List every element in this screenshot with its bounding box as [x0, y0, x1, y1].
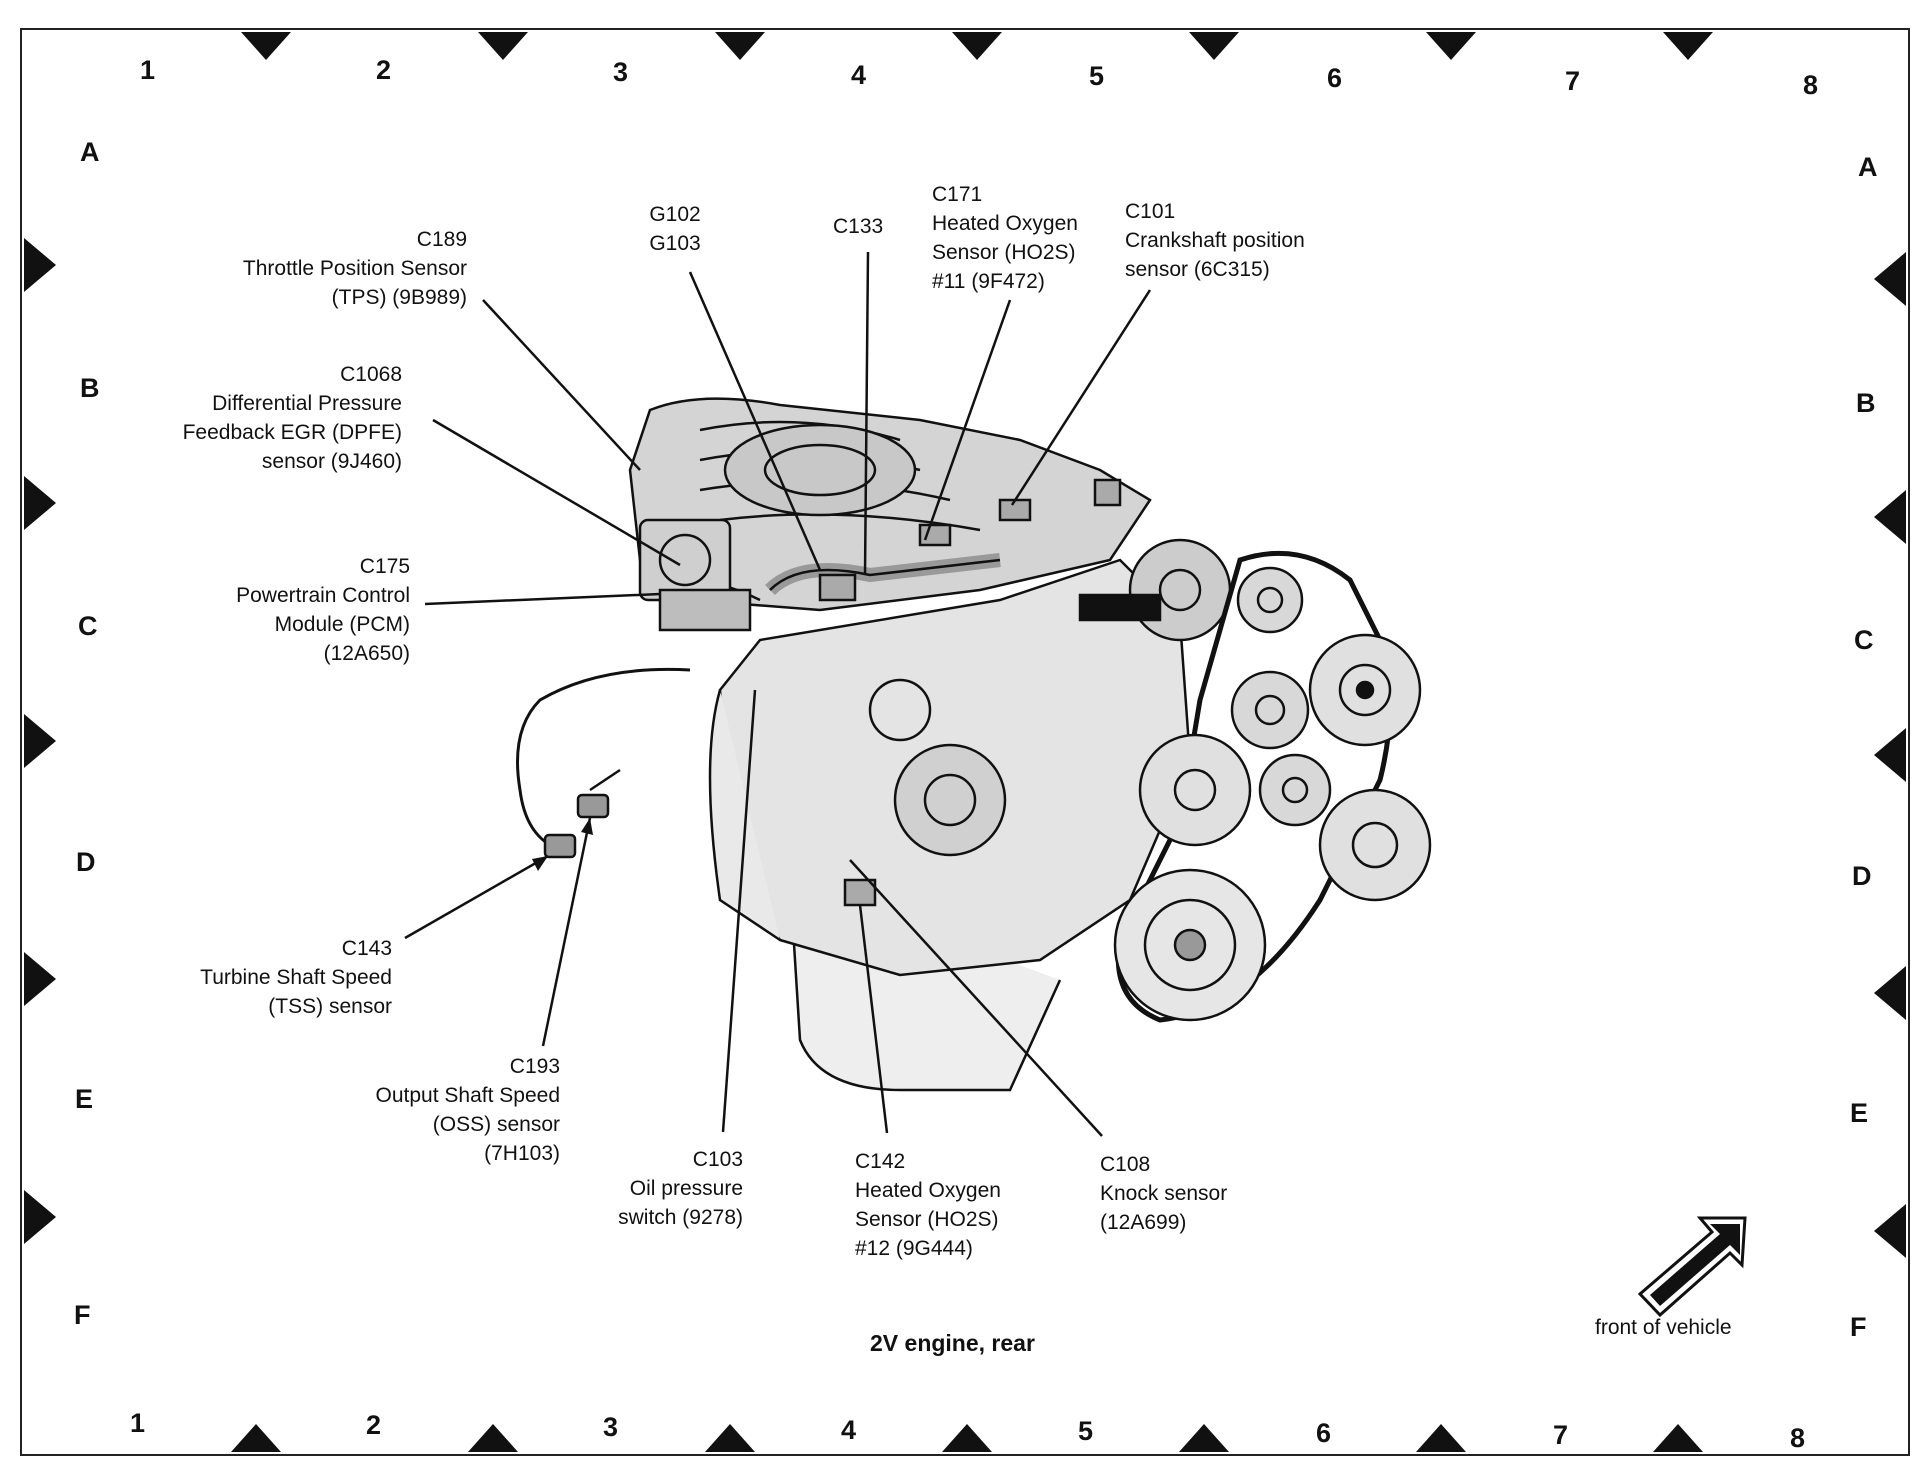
callout-c193-line-1: Output Shaft Speed [375, 1084, 560, 1107]
grid-letter-left-a: A [80, 137, 100, 167]
front-of-vehicle-arrow-icon [1637, 1216, 1747, 1318]
grid-number-bottom-5: 5 [1078, 1416, 1094, 1446]
callout-c143: C143 Turbine Shaft Speed (TSS) sensor [200, 934, 392, 1021]
top-edge-markers [241, 32, 1713, 60]
callout-c103: C103 Oil pressure switch (9278) [618, 1145, 743, 1232]
callout-c1068-code: C1068 [340, 363, 402, 386]
callout-c193-line-2: (OSS) sensor [432, 1113, 560, 1136]
callout-c101: C101 Crankshaft position sensor (6C315) [1125, 197, 1305, 284]
callout-c143-code: C143 [341, 937, 392, 960]
grid-number-top-7: 7 [1565, 66, 1581, 96]
callout-c175-line-2: Module (PCM) [274, 613, 410, 636]
grid-number-bottom-3: 3 [603, 1412, 619, 1442]
callout-c175: C175 Powertrain Control Module (PCM) (12… [236, 552, 410, 668]
callout-c189-code: C189 [416, 228, 467, 251]
callout-c175-code: C175 [359, 555, 410, 578]
grid-letter-right-e: E [1850, 1098, 1869, 1128]
engine-illustration [516, 397, 1432, 1092]
callout-c171-line-2: Sensor (HO2S) [932, 241, 1076, 264]
grid-letter-right-c: C [1854, 625, 1874, 655]
callout-c189-line-1: Throttle Position Sensor [242, 257, 467, 280]
grid-letter-right-b: B [1856, 388, 1876, 418]
callout-c193-line-3: (7H103) [484, 1142, 560, 1165]
diagram-frame [20, 28, 1910, 1456]
diagram-caption: 2V engine, rear [870, 1330, 1035, 1356]
callout-c103-code: C103 [692, 1148, 743, 1171]
grid-number-top-4: 4 [851, 60, 867, 90]
callout-c101-code: C101 [1125, 200, 1176, 223]
callout-c175-line-3: (12A650) [323, 642, 410, 665]
grid-number-bottom-8: 8 [1790, 1423, 1806, 1453]
callout-c171-code: C171 [932, 183, 983, 206]
grid-number-top-6: 6 [1327, 63, 1343, 93]
grid-number-top-8: 8 [1803, 70, 1819, 100]
callout-c1068-line-2: Feedback EGR (DPFE) [182, 421, 402, 444]
leader-lines [404, 251, 1152, 1137]
callout-c142-line-3: #12 (9G444) [855, 1237, 973, 1260]
callout-c142-line-1: Heated Oxygen [855, 1179, 1001, 1202]
right-edge-markers [1874, 252, 1906, 1258]
grid-letter-left-d: D [76, 847, 96, 877]
front-of-vehicle-label: front of vehicle [1595, 1316, 1732, 1339]
callout-g102-line-1: G103 [649, 232, 701, 255]
callout-c189-line-2: (TPS) (9B989) [331, 286, 467, 309]
callout-c143-line-1: Turbine Shaft Speed [200, 966, 392, 989]
grid-letter-right-a: A [1858, 152, 1878, 182]
grid-letter-left-b: B [80, 373, 100, 403]
grid-letter-left-f: F [74, 1300, 91, 1330]
grid-number-top-1: 1 [140, 55, 156, 85]
callout-c103-line-2: switch (9278) [618, 1206, 743, 1229]
callout-c171-line-3: #11 (9F472) [932, 270, 1045, 293]
grid-letter-left-e: E [75, 1084, 94, 1114]
callout-c133: C133 [833, 212, 883, 241]
grid-letter-left-c: C [78, 611, 98, 641]
callout-c142-line-2: Sensor (HO2S) [855, 1208, 999, 1231]
callout-c193-code: C193 [509, 1055, 560, 1078]
leader-arrowheads [532, 818, 593, 871]
grid-number-top-5: 5 [1089, 61, 1105, 91]
callout-c1068-line-3: sensor (9J460) [261, 450, 402, 473]
grid-number-bottom-4: 4 [841, 1415, 857, 1445]
callout-c171: C171 Heated Oxygen Sensor (HO2S) #11 (9F… [932, 180, 1078, 296]
grid-number-bottom-7: 7 [1553, 1420, 1569, 1450]
callout-c108-code: C108 [1100, 1153, 1151, 1176]
callout-c108: C108 Knock sensor (12A699) [1100, 1150, 1227, 1237]
grid-number-top-2: 2 [376, 55, 392, 85]
callout-c108-line-1: Knock sensor [1100, 1182, 1228, 1205]
callout-c189: C189 Throttle Position Sensor (TPS) (9B9… [243, 225, 467, 312]
callout-c101-line-2: sensor (6C315) [1125, 258, 1270, 281]
bottom-edge-markers [231, 1424, 1703, 1452]
grid-number-top-3: 3 [613, 57, 629, 87]
callout-c193: C193 Output Shaft Speed (OSS) sensor (7H… [376, 1052, 560, 1168]
callout-c1068: C1068 Differential Pressure Feedback EGR… [183, 360, 402, 476]
callout-c101-line-1: Crankshaft position [1125, 229, 1305, 252]
callout-c142: C142 Heated Oxygen Sensor (HO2S) #12 (9G… [855, 1147, 1001, 1263]
callout-c108-line-2: (12A699) [1100, 1211, 1187, 1234]
callout-c142-code: C142 [855, 1150, 906, 1173]
callout-c171-line-1: Heated Oxygen [932, 212, 1078, 235]
callout-c133-code: C133 [833, 215, 884, 238]
callout-g102: G102 G103 [640, 200, 710, 258]
left-edge-markers [24, 238, 56, 1244]
callout-g102-code: G102 [649, 203, 701, 226]
callout-c1068-line-1: Differential Pressure [212, 392, 402, 415]
grid-number-bottom-6: 6 [1316, 1418, 1332, 1448]
callout-c175-line-1: Powertrain Control [236, 584, 410, 607]
grid-letter-right-f: F [1850, 1312, 1867, 1342]
grid-number-bottom-1: 1 [130, 1408, 146, 1438]
grid-number-bottom-2: 2 [366, 1410, 382, 1440]
grid-letter-right-d: D [1852, 861, 1872, 891]
callout-c103-line-1: Oil pressure [629, 1177, 743, 1200]
callout-c143-line-2: (TSS) sensor [268, 995, 392, 1018]
